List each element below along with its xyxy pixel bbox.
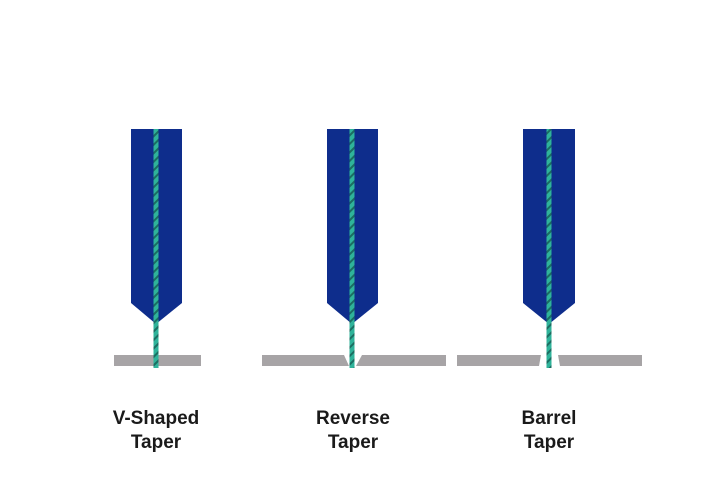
caption-line-1: Barrel bbox=[521, 408, 577, 429]
panel-vshaped bbox=[114, 129, 201, 368]
panel-barrel bbox=[457, 129, 642, 368]
material-plate-left-icon bbox=[457, 355, 541, 366]
caption-line-2: Taper bbox=[523, 432, 575, 453]
panel-reverse bbox=[262, 129, 446, 368]
caption-line-2: Taper bbox=[327, 432, 379, 453]
caption-line-1: Reverse bbox=[316, 408, 390, 429]
material-plate-right-icon bbox=[356, 355, 446, 366]
caption-reverse-taper: Reverse Taper bbox=[283, 407, 423, 455]
material-plate-left-icon bbox=[262, 355, 349, 366]
water-jet-icon bbox=[153, 129, 159, 368]
caption-line-1: V-Shaped bbox=[112, 408, 200, 429]
caption-vshaped-taper: V-Shaped Taper bbox=[86, 407, 226, 455]
water-jet-icon bbox=[349, 129, 355, 368]
caption-barrel-taper: Barrel Taper bbox=[479, 407, 619, 455]
water-jet-icon bbox=[546, 129, 552, 368]
material-plate-right-icon bbox=[558, 355, 642, 366]
caption-line-2: Taper bbox=[130, 432, 182, 453]
